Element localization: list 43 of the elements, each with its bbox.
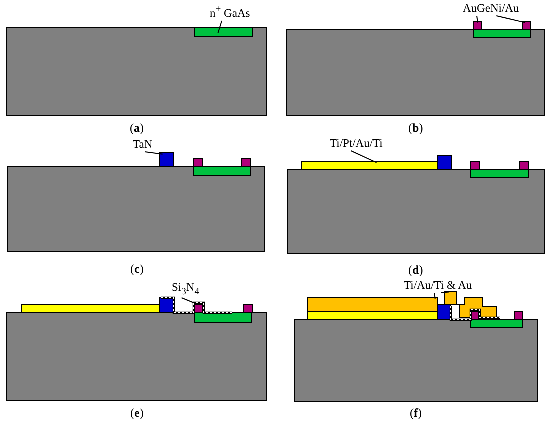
contact-pad <box>514 312 524 320</box>
resistor-block <box>160 152 174 168</box>
leader-line <box>476 16 478 24</box>
layer-label: TaN <box>133 139 153 152</box>
doped-region <box>470 170 530 178</box>
panel-label: (d) <box>408 263 424 277</box>
panel-label: (a) <box>130 121 144 135</box>
resistor-block <box>438 156 452 170</box>
leader-line <box>218 20 222 34</box>
resistor-block <box>438 304 452 320</box>
layer-label: n$^{+}$ GaAs <box>210 3 250 21</box>
leader-line <box>181 298 194 304</box>
doped-region <box>194 312 252 324</box>
metal-layer <box>22 304 160 314</box>
layer-label: AuGeNi/Au <box>463 3 520 16</box>
layer-label: Ti/Au/Ti & Au <box>404 280 472 293</box>
layer-label: Si$_{3}$N$_{4}$ <box>172 282 200 298</box>
contact-pad <box>242 158 252 168</box>
leader-line <box>434 292 436 300</box>
doped-region <box>194 166 252 176</box>
panel-label: (f) <box>410 406 422 420</box>
passivation-layer <box>450 306 500 322</box>
panel-label: (e) <box>130 406 144 420</box>
contact-pad <box>244 304 254 314</box>
panel-label: (c) <box>130 262 144 276</box>
doped-region <box>474 30 532 38</box>
leader-line <box>440 292 450 294</box>
leader-line <box>496 16 526 24</box>
metal-layer <box>302 162 438 170</box>
contact-pad <box>470 162 480 170</box>
passivation-layer <box>160 296 232 314</box>
contact-pad <box>520 162 530 170</box>
panel-label: (b) <box>408 121 424 135</box>
metal-layer <box>308 312 438 320</box>
leader-line <box>350 150 378 164</box>
contact-pad <box>474 22 482 30</box>
layer-label: Ti/Pt/Au/Ti <box>330 138 383 151</box>
leader-line <box>144 152 164 155</box>
contact-pad <box>194 158 204 168</box>
doped-region <box>470 320 524 328</box>
contact-pad <box>522 22 532 30</box>
metal-layer <box>308 298 438 312</box>
doped-region <box>194 28 254 38</box>
